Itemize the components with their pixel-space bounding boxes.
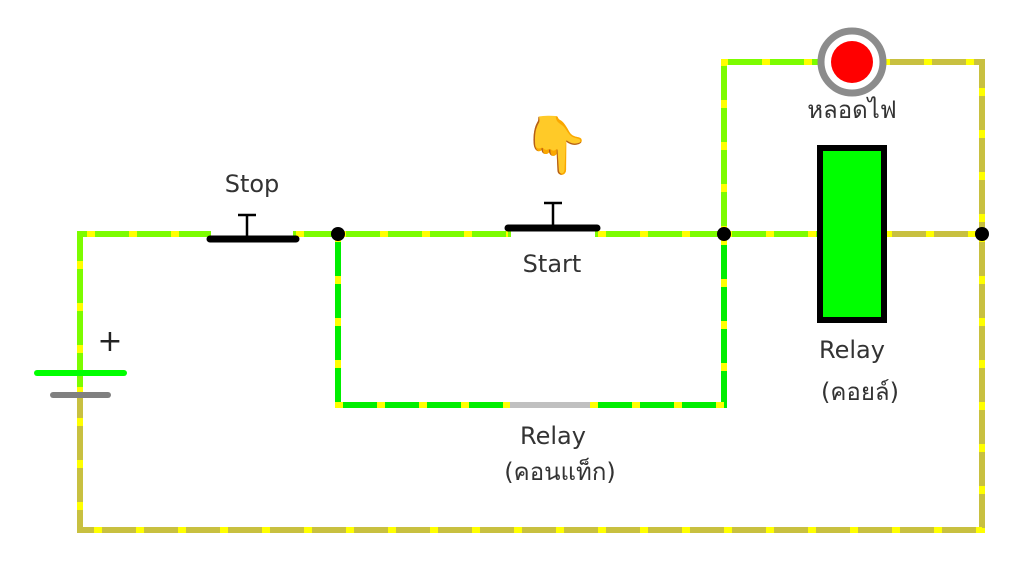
battery-plus-label: + bbox=[97, 324, 123, 359]
start-label: Start bbox=[522, 250, 582, 278]
wire-hold-right-flow bbox=[590, 234, 727, 408]
wire-hold-left bbox=[335, 231, 513, 408]
stop-label: Stop bbox=[224, 170, 280, 198]
coil-label-line2: (คอยล์) bbox=[821, 378, 899, 406]
junction-dot bbox=[717, 227, 731, 241]
wire-battery-to-stop bbox=[77, 231, 211, 398]
lamp-bulb bbox=[831, 41, 873, 83]
components bbox=[34, 27, 989, 408]
wire-hold-right bbox=[587, 231, 727, 408]
contact-label-line2: (คอนแท็ก) bbox=[504, 458, 616, 486]
wire-lamp-return bbox=[879, 59, 985, 237]
junction-dot bbox=[975, 227, 989, 241]
wire-bottom-return-flow bbox=[77, 234, 985, 533]
coil-label-line1: Relay bbox=[819, 336, 885, 364]
relay-coil bbox=[817, 145, 887, 323]
hand-pointer-icon[interactable]: 👇 bbox=[521, 113, 591, 178]
wire-hold-left-flow bbox=[335, 234, 510, 408]
return-wires bbox=[77, 59, 985, 533]
wire-junction-to-lamp bbox=[721, 59, 825, 237]
junction-dot bbox=[331, 227, 345, 241]
live-wires bbox=[77, 59, 825, 408]
lamp-label: หลอดไฟ bbox=[807, 96, 897, 124]
wire-lamp-return-flow bbox=[882, 59, 985, 234]
contact-label-line1: Relay bbox=[520, 422, 586, 450]
wire-junction-to-lamp-flow bbox=[721, 59, 822, 234]
